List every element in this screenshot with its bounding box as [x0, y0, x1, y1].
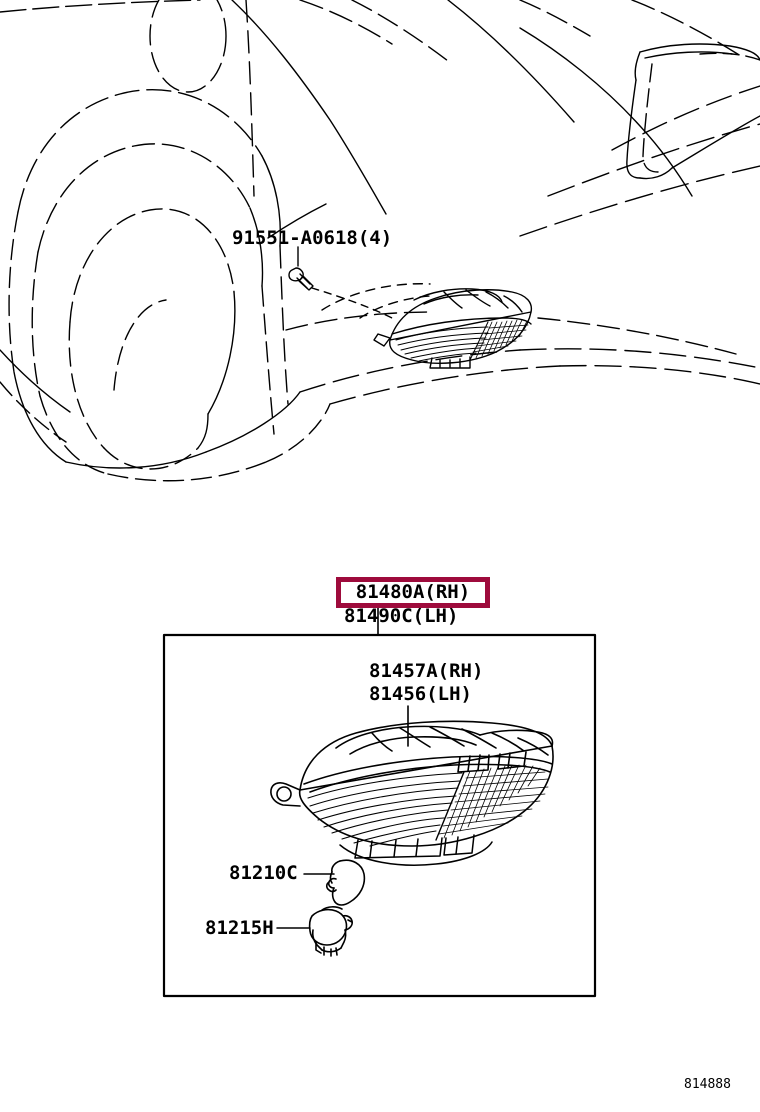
- highlighted-part-number-text: 81480A(RH): [355, 581, 471, 603]
- callout-label-screw: 91551-A0618(4): [232, 227, 393, 249]
- callout-label-lamp-rh: 81457A(RH): [369, 660, 484, 682]
- diagram-code: 814888: [684, 1077, 731, 1092]
- highlighted-part-number-box[interactable]: 81480A(RH): [336, 577, 490, 608]
- callout-label-assembly-lh: 81490C(LH): [344, 605, 459, 627]
- callout-label-bulb: 81210C: [229, 862, 298, 884]
- callout-label-socket: 81215H: [205, 917, 274, 939]
- callout-label-lamp-lh: 81456(LH): [369, 683, 472, 705]
